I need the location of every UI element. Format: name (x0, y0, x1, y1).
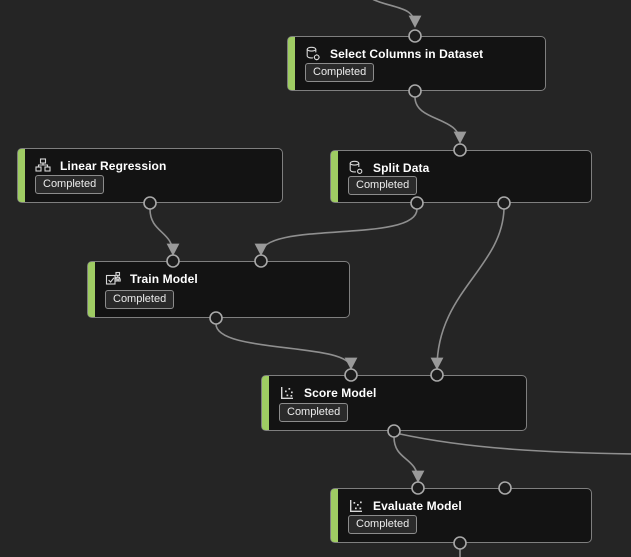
scatter-plot-icon (279, 385, 295, 401)
train-model-input-port-1[interactable] (166, 254, 180, 268)
score-model-input-port-1[interactable] (344, 368, 358, 382)
algorithm-hierarchy-icon (35, 158, 51, 174)
train-model-output-port[interactable] (209, 311, 223, 325)
status-color-strip (18, 149, 25, 202)
train-model-input-port-2[interactable] (254, 254, 268, 268)
dataset-gear-icon (305, 46, 321, 62)
evaluate-model-input-port-1[interactable] (411, 481, 425, 495)
edge-score-model-to-evaluate-model[interactable] (393, 436, 425, 483)
train-model-icon (105, 271, 121, 287)
evaluate-model-output-port[interactable] (453, 536, 467, 550)
score-model-output-port[interactable] (387, 424, 401, 438)
dataset-split-icon (348, 160, 364, 176)
status-badge: Completed (105, 290, 175, 309)
node-body: Score Model Completed (269, 376, 526, 430)
status-color-strip (331, 489, 338, 542)
status-color-strip (262, 376, 269, 430)
edge-score-model-to-offscreen-right[interactable] (399, 433, 631, 455)
node-title: Select Columns in Dataset (330, 47, 484, 61)
score-model-input-port-2[interactable] (430, 368, 444, 382)
edge-select-columns-to-split-data[interactable] (414, 96, 467, 144)
node-title: Split Data (373, 161, 430, 175)
split-data-output-port-2[interactable] (497, 196, 511, 210)
node-header: Train Model (105, 271, 339, 287)
edge-split-data-to-score-model[interactable] (430, 208, 505, 370)
node-header: Evaluate Model (348, 498, 581, 514)
node-header: Split Data (348, 160, 581, 176)
status-color-strip (331, 151, 338, 202)
linear-regression-output-port[interactable] (143, 196, 157, 210)
node-title: Linear Regression (60, 159, 167, 173)
select-columns-input-port[interactable] (408, 29, 422, 43)
node-split-data[interactable]: Split Data Completed (330, 150, 592, 203)
evaluate-model-input-port-2[interactable] (498, 481, 512, 495)
split-data-input-port[interactable] (453, 143, 467, 157)
node-header: Linear Regression (35, 158, 272, 174)
status-badge: Completed (279, 403, 349, 422)
status-badge: Completed (35, 175, 105, 194)
edge-offscreen-top-to-select-columns[interactable] (358, 0, 422, 28)
edge-linear-regression-to-train-model[interactable] (149, 208, 180, 256)
edge-train-model-to-score-model[interactable] (215, 323, 358, 370)
node-score-model[interactable]: Score Model Completed (261, 375, 527, 431)
node-title: Train Model (130, 272, 198, 286)
scatter-dots-icon (348, 498, 364, 514)
select-columns-output-port[interactable] (408, 84, 422, 98)
node-title: Evaluate Model (373, 499, 462, 513)
node-header: Score Model (279, 385, 516, 401)
node-header: Select Columns in Dataset (305, 46, 535, 62)
node-body: Linear Regression Completed (25, 149, 282, 202)
node-select-columns-in-dataset[interactable]: Select Columns in Dataset Completed (287, 36, 546, 91)
split-data-output-port-1[interactable] (410, 196, 424, 210)
node-body: Select Columns in Dataset Completed (295, 37, 545, 90)
node-body: Train Model Completed (95, 262, 349, 317)
node-train-model[interactable]: Train Model Completed (87, 261, 350, 318)
edge-split-data-to-train-model[interactable] (254, 208, 418, 256)
status-badge: Completed (348, 515, 418, 534)
node-title: Score Model (304, 386, 377, 400)
status-badge: Completed (348, 176, 418, 195)
node-body: Split Data Completed (338, 151, 591, 202)
node-body: Evaluate Model Completed (338, 489, 591, 542)
status-color-strip (88, 262, 95, 317)
node-evaluate-model[interactable]: Evaluate Model Completed (330, 488, 592, 543)
node-linear-regression[interactable]: Linear Regression Completed (17, 148, 283, 203)
status-color-strip (288, 37, 295, 90)
status-badge: Completed (305, 63, 375, 82)
